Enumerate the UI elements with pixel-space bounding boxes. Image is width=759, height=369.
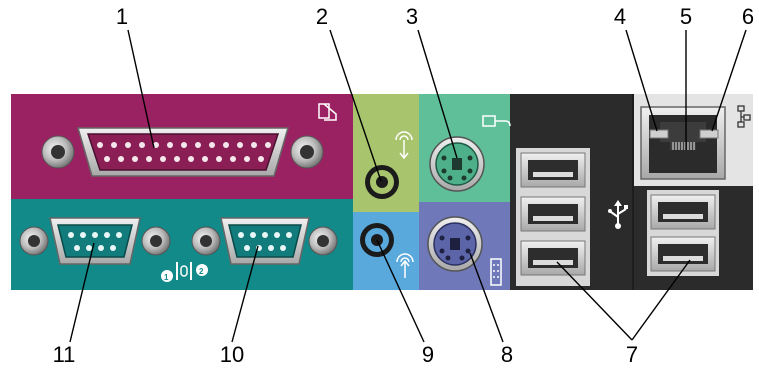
connector-pin xyxy=(86,245,92,251)
connector-pin xyxy=(181,142,187,148)
serial-port-1 xyxy=(19,217,171,265)
callout-10: 10 xyxy=(220,342,244,367)
connector-pin xyxy=(111,142,117,148)
leader-line-7a xyxy=(556,261,633,341)
line-out-icon xyxy=(396,253,414,278)
connector-pin xyxy=(237,142,243,148)
connector-pin xyxy=(74,245,80,251)
leader-lines xyxy=(69,29,747,343)
serial-icon: 1 2 xyxy=(161,262,208,282)
connector-pin xyxy=(230,156,236,162)
connector-pin xyxy=(116,232,122,238)
svg-text:2: 2 xyxy=(199,267,204,276)
connector-pin xyxy=(146,156,152,162)
connector-pin xyxy=(251,142,257,148)
callout-7: 7 xyxy=(626,342,638,367)
ps2-mouse-connector xyxy=(429,136,485,192)
leader-line-9 xyxy=(376,239,425,343)
callout-3: 3 xyxy=(406,4,418,29)
serial-port-2 xyxy=(191,217,338,265)
connector-pin xyxy=(132,156,138,162)
network-activity-light xyxy=(699,129,719,139)
leader-line-4 xyxy=(625,29,658,132)
connector-pin xyxy=(268,245,274,251)
usb-stack-left xyxy=(516,148,590,286)
connector-pin xyxy=(195,142,201,148)
connector-pin xyxy=(92,232,98,238)
connector-pin xyxy=(139,142,145,148)
connector-pin xyxy=(68,232,74,238)
connector-pin xyxy=(110,245,116,251)
connector-pin xyxy=(223,142,229,148)
usb-stack-right xyxy=(647,190,719,276)
connector-pin xyxy=(250,232,256,238)
connector-pin xyxy=(160,156,166,162)
connector-pin xyxy=(238,232,244,238)
leader-line-8 xyxy=(469,252,504,343)
callout-9: 9 xyxy=(422,342,434,367)
rj45-connector xyxy=(640,106,726,180)
printer-icon xyxy=(318,103,337,121)
parallel-port xyxy=(41,127,324,177)
ps2-keyboard-connector xyxy=(427,216,483,272)
connector-pin xyxy=(244,156,250,162)
line-in-jack xyxy=(365,165,399,199)
connector-pin xyxy=(167,142,173,148)
callout-5: 5 xyxy=(680,4,692,29)
leader-line-11 xyxy=(69,242,95,343)
leader-line-10 xyxy=(231,245,259,343)
callout-1: 1 xyxy=(116,4,128,29)
callout-6: 6 xyxy=(742,4,754,29)
callout-11: 11 xyxy=(53,342,76,367)
leader-line-7b xyxy=(631,259,691,341)
connector-pin xyxy=(174,156,180,162)
connector-pin xyxy=(274,232,280,238)
connector-pin xyxy=(209,142,215,148)
callout-8: 8 xyxy=(501,342,513,367)
connector-pin xyxy=(265,142,271,148)
callout-labels: 1 2 3 4 5 6 7 8 9 10 11 xyxy=(53,4,755,367)
network-icon xyxy=(737,105,751,128)
leader-line-3 xyxy=(417,29,458,159)
connector-pin xyxy=(125,142,131,148)
leader-line-1 xyxy=(127,29,155,149)
connector-pin xyxy=(104,232,110,238)
usb-icon xyxy=(608,200,628,229)
link-integrity-light xyxy=(649,129,669,139)
connector-pin xyxy=(258,156,264,162)
leader-line-2 xyxy=(329,29,382,182)
keyboard-icon xyxy=(490,258,502,286)
connector-pin xyxy=(97,142,103,148)
mouse-icon xyxy=(482,115,511,127)
connector-pin xyxy=(153,142,159,148)
connector-pin xyxy=(118,156,124,162)
line-in-icon xyxy=(395,131,413,160)
callout-4: 4 xyxy=(614,4,626,29)
connector-pin xyxy=(188,156,194,162)
connector-pin xyxy=(280,245,286,251)
leader-line-6 xyxy=(711,29,747,132)
connector-pin xyxy=(98,245,104,251)
callout-2: 2 xyxy=(316,4,328,29)
connector-pin xyxy=(202,156,208,162)
connector-pin xyxy=(262,232,268,238)
svg-text:1: 1 xyxy=(164,273,169,282)
connector-pin xyxy=(244,245,250,251)
connector-pin xyxy=(104,156,110,162)
connector-pin xyxy=(80,232,86,238)
connector-pin xyxy=(286,232,292,238)
connector-pin xyxy=(216,156,222,162)
